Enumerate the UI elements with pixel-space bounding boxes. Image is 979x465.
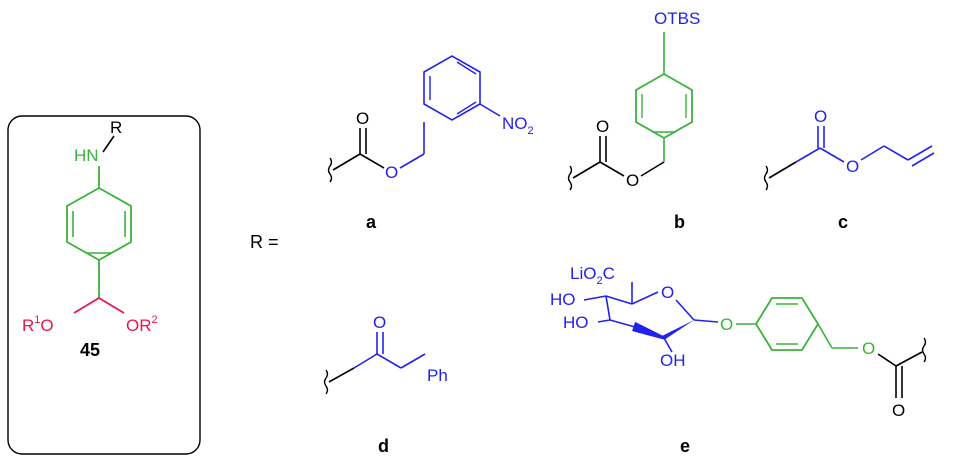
r-label: R: [110, 118, 122, 137]
b-carbonyl-o: O: [596, 117, 609, 136]
c-carbonyl-o: O: [814, 107, 827, 126]
e-ring-bond-2: [631, 291, 659, 305]
d-bond-2: [376, 353, 402, 369]
c-vinyl-bond-2: [911, 152, 935, 167]
a-ring-to-no2: [479, 103, 501, 117]
e-ring-bond-1: [605, 295, 633, 305]
c-bond-3: [860, 145, 885, 161]
e-wavy-bond: [921, 337, 927, 363]
hn-label: HN: [74, 146, 99, 165]
a-bond-2: [359, 153, 385, 169]
compound-number: 45: [80, 340, 100, 360]
e-c2-oh-bond: [663, 337, 673, 353]
e-c4-oh-bond: [583, 295, 607, 301]
c-wavy-bond: [763, 165, 769, 191]
b-bond-1: [572, 161, 601, 179]
e-ho-1-label: HO: [550, 290, 576, 309]
core-structure-45: HN R R1O OR2 45: [7, 115, 201, 455]
a-ring-double-3: [456, 101, 477, 115]
c-bond-4: [883, 145, 909, 161]
e-aromatic-ring: [754, 297, 820, 351]
c-bond-1b: [795, 147, 821, 163]
d-ph-label: Ph: [427, 366, 448, 385]
substituent-a: O O NO2 a: [327, 42, 534, 232]
b-bond-2: [599, 161, 625, 177]
e-ring-to-ch2: [817, 323, 833, 349]
a-wavy-bond: [327, 157, 333, 183]
e-carbonyl-to-wavy: [895, 351, 923, 367]
d-label: d: [378, 436, 389, 456]
n-r-bond: [102, 135, 115, 153]
a-ester-o: O: [385, 163, 398, 182]
d-carbonyl-o: O: [373, 313, 386, 332]
e-linker-o: O: [720, 315, 733, 334]
e-ring-o: O: [661, 283, 674, 302]
a-bond-1: [332, 153, 361, 171]
b-wavy-bond: [567, 165, 573, 191]
e-o-to-carbonyl: [877, 353, 897, 367]
e-c3-oh-bond: [597, 319, 611, 323]
substituent-d: O Ph d: [323, 313, 448, 456]
e-ring-bold-bond-2: [632, 321, 665, 340]
acetal-left-bond: [73, 297, 100, 314]
a-no2-label: NO2: [502, 114, 534, 137]
d-bond-3: [400, 353, 426, 369]
e-ho-2-label: HO: [563, 313, 589, 332]
a-aromatic-ring: [423, 55, 481, 121]
c-vinyl-bond-1: [907, 145, 933, 161]
c-bond-2: [819, 147, 845, 163]
e-ring-bold-bond-1: [662, 320, 694, 340]
a-carbonyl-o: O: [356, 109, 369, 128]
c-bond-1: [768, 161, 797, 179]
e-ring-bond-3: [675, 299, 695, 321]
b-aromatic-ring: [635, 72, 693, 140]
core-frame: [7, 115, 201, 455]
c-label: c: [838, 212, 848, 232]
e-ester-o: O: [862, 339, 875, 358]
a-label: a: [366, 212, 377, 232]
substituent-b: O O OTBS b: [567, 9, 700, 232]
a-ring-double-2: [456, 61, 477, 75]
b-label: b: [674, 212, 685, 232]
r1o-label: R1O: [22, 314, 54, 335]
e-lio2c-label: LiO2C: [570, 264, 615, 287]
a-bond-3: [399, 153, 425, 169]
or2-label: OR2: [126, 314, 158, 335]
b-bond-3: [640, 161, 665, 177]
d-bond-1b: [353, 353, 378, 369]
acetal-right-bond: [98, 297, 125, 314]
r-equals-label: R =: [250, 232, 279, 252]
substituent-c: O O c: [763, 107, 935, 232]
e-label: e: [680, 436, 690, 456]
b-otbs-label: OTBS: [654, 9, 700, 28]
a-benzene-ring-shape: [424, 42, 480, 122]
d-bond-1: [328, 367, 355, 383]
e-ring-bond-6: [609, 319, 636, 328]
core-benzene-ring: [66, 186, 132, 262]
e-ring-bond-5: [605, 295, 611, 321]
d-wavy-bond: [323, 369, 329, 395]
e-carbonyl-o: O: [892, 401, 905, 420]
e-c1-o-bond: [693, 319, 719, 323]
substituent-e: O LiO2C HO HO OH O O O e: [550, 264, 927, 456]
c-ester-o: O: [846, 157, 859, 176]
e-oh-label: OH: [660, 351, 686, 370]
b-ester-o: O: [626, 171, 639, 190]
